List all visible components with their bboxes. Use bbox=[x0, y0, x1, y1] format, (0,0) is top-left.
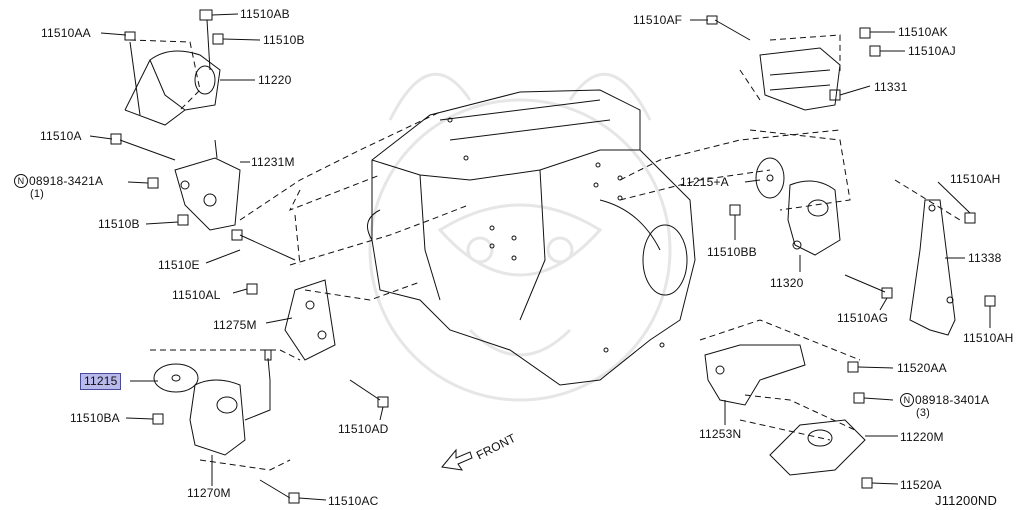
part-label-11510E[interactable]: 11510E bbox=[158, 258, 200, 272]
bracket-11253N bbox=[704, 344, 806, 406]
part-label-11215-highlighted[interactable]: 11215 bbox=[80, 373, 122, 390]
part-label-11510AF[interactable]: 11510AF bbox=[633, 13, 683, 27]
part-label-11510AB[interactable]: 11510AB bbox=[240, 7, 290, 21]
part-label-11510AH-top[interactable]: 11510AH bbox=[950, 172, 1001, 186]
part-label-11338[interactable]: 11338 bbox=[968, 251, 1002, 265]
n-circle-icon: N bbox=[14, 174, 28, 188]
part-label-11510BB[interactable]: 11510BB bbox=[707, 245, 757, 259]
mount-11220 bbox=[124, 50, 221, 126]
part-label-11253N[interactable]: 11253N bbox=[699, 427, 742, 441]
part-label-11510AH-bottom[interactable]: 11510AH bbox=[963, 331, 1014, 345]
bracket-11220M bbox=[769, 419, 866, 476]
part-label-11275M[interactable]: 11275M bbox=[213, 318, 257, 332]
bracket-11231M bbox=[174, 139, 241, 231]
part-label-11520A[interactable]: 11520A bbox=[900, 478, 942, 492]
engine-holes bbox=[447, 117, 665, 353]
bracket-11275M bbox=[284, 279, 336, 361]
leader-lines bbox=[89, 13, 991, 501]
part-label-11331[interactable]: 11331 bbox=[874, 80, 908, 94]
front-arrow-icon bbox=[441, 448, 473, 471]
part-label-11510AC[interactable]: 11510AC bbox=[328, 494, 379, 508]
insulator-11215A bbox=[755, 157, 785, 199]
part-label-11510AK[interactable]: 11510AK bbox=[898, 25, 948, 39]
part-label-11510AA[interactable]: 11510AA bbox=[41, 26, 91, 40]
part-label-11215A[interactable]: 11215+A bbox=[680, 175, 729, 189]
dashed-guides bbox=[129, 34, 961, 471]
mount-11320 bbox=[787, 180, 841, 256]
part-label-11220[interactable]: 11220 bbox=[258, 73, 292, 87]
part-label-11510B-mid[interactable]: 11510B bbox=[98, 217, 140, 231]
engine-block bbox=[367, 89, 696, 386]
part-label-08918-3401A-qty: (3) bbox=[916, 407, 931, 419]
n-circle-icon: N bbox=[900, 393, 914, 407]
part-label-11320[interactable]: 11320 bbox=[770, 276, 804, 290]
part-label-11510AJ[interactable]: 11510AJ bbox=[908, 44, 956, 58]
watermark-emblem bbox=[368, 72, 672, 402]
bracket-11331 bbox=[759, 47, 841, 111]
part-label-08918-3421A-number: 08918-3421A bbox=[29, 174, 104, 188]
part-label-11220M[interactable]: 11220M bbox=[900, 430, 944, 444]
part-label-11510AL[interactable]: 11510AL bbox=[172, 288, 221, 302]
part-label-11510AG[interactable]: 11510AG bbox=[837, 311, 889, 325]
part-label-11520AA[interactable]: 11520AA bbox=[897, 361, 947, 375]
part-label-11510A[interactable]: 11510A bbox=[40, 129, 82, 143]
part-label-11231M[interactable]: 11231M bbox=[251, 155, 295, 169]
part-label-11270M[interactable]: 11270M bbox=[187, 486, 231, 500]
part-label-11510B-top[interactable]: 11510B bbox=[263, 33, 305, 47]
insulator-11215 bbox=[153, 363, 199, 393]
part-label-11510AD[interactable]: 11510AD bbox=[338, 422, 389, 436]
heatshield-11338 bbox=[909, 199, 956, 336]
part-label-11510BA[interactable]: 11510BA bbox=[70, 411, 120, 425]
part-label-08918-3421A-qty: (1) bbox=[30, 188, 45, 200]
part-label-08918-3401A-number: 08918-3401A bbox=[915, 393, 990, 407]
mount-11270M bbox=[189, 349, 272, 456]
diagram-code: J11200ND bbox=[935, 493, 998, 508]
